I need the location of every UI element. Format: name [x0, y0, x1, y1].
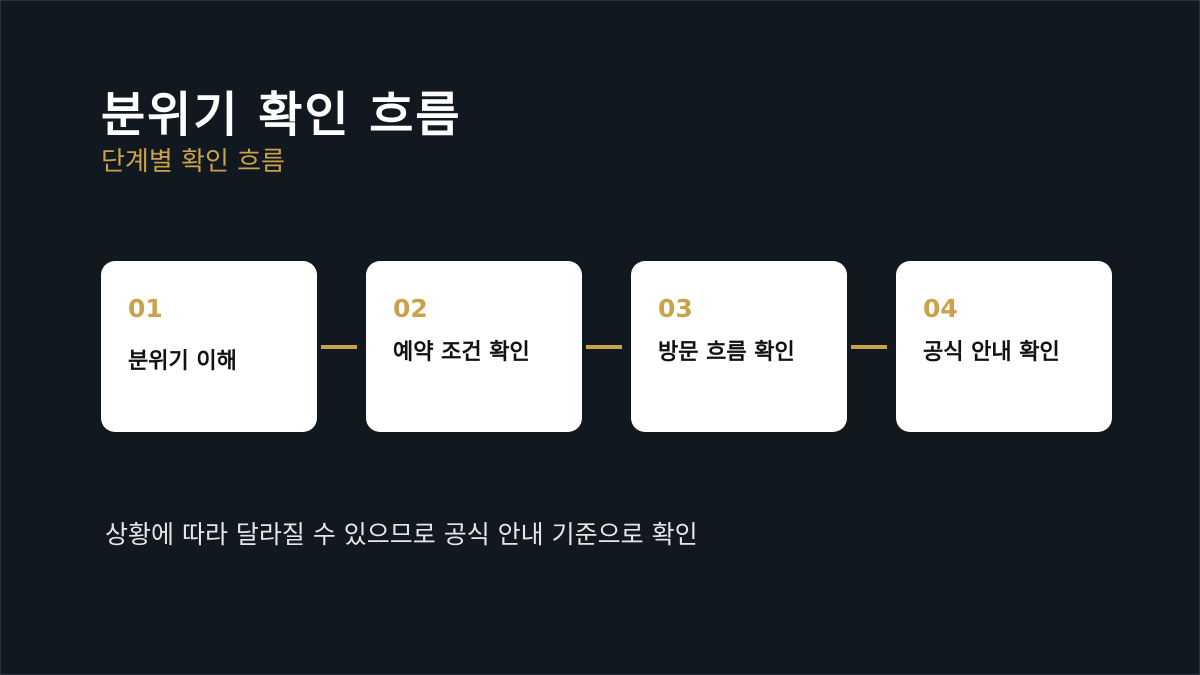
step-card-4: 04 공식 안내 확인 [896, 261, 1112, 432]
step-number: 02 [393, 294, 428, 323]
step-number: 04 [923, 294, 958, 323]
step-flow: 01 분위기 이해 02 예약 조건 확인 03 방문 흐름 확인 04 공식 … [101, 261, 1112, 432]
step-label: 방문 흐름 확인 [658, 340, 795, 365]
footer-note: 상황에 따라 달라질 수 있으므로 공식 안내 기준으로 확인 [105, 520, 698, 549]
step-card-3: 03 방문 흐름 확인 [631, 261, 847, 432]
slide-subtitle: 단계별 확인 흐름 [101, 147, 285, 177]
step-number: 03 [658, 294, 693, 323]
step-label: 분위기 이해 [128, 349, 237, 374]
step-connector [586, 345, 622, 349]
step-connector [851, 345, 887, 349]
step-label: 공식 안내 확인 [923, 340, 1060, 365]
step-label: 예약 조건 확인 [393, 340, 530, 365]
slide-title: 분위기 확인 흐름 [101, 87, 462, 143]
step-number: 01 [128, 294, 163, 323]
step-connector [321, 345, 357, 349]
step-card-2: 02 예약 조건 확인 [366, 261, 582, 432]
step-card-1: 01 분위기 이해 [101, 261, 317, 432]
